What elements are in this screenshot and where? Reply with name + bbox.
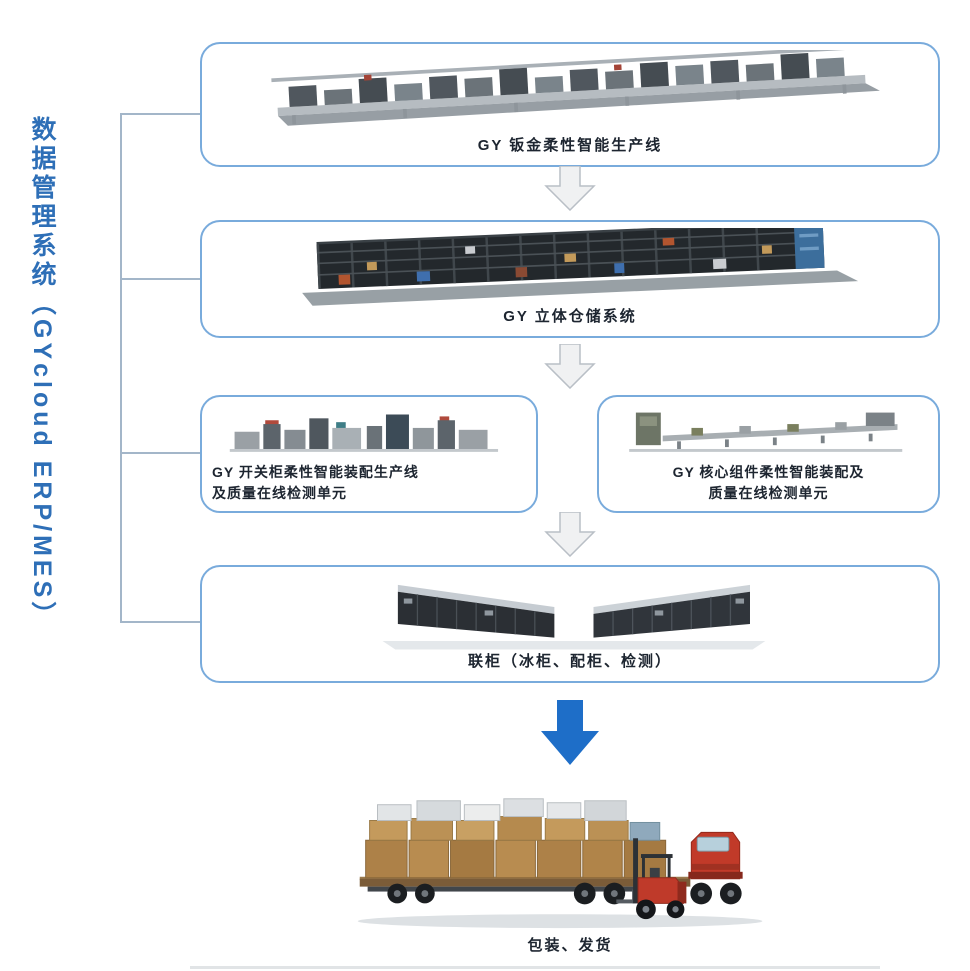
- combined-cabinet-label: 联柜（冰柜、配柜、检测）: [467, 653, 672, 671]
- warehouse-label: GY 立体仓储系统: [503, 308, 637, 326]
- connector-stub-warehouse: [120, 278, 200, 280]
- switch-cabinet-line-label-1: GY 开关柜柔性智能装配生产线: [212, 464, 419, 481]
- core-component-line-label-2: 质量在线检测单元: [708, 484, 829, 501]
- sheet-metal-line-image: [271, 50, 881, 126]
- switch-cabinet-line-node: GY 开关柜柔性智能装配生产线 及质量在线检测单元: [200, 395, 538, 513]
- sheet-metal-line-label: GY 钣金柔性智能生产线: [477, 137, 663, 155]
- down-arrow-blue-icon: [541, 700, 599, 765]
- core-component-line-node: GY 核心组件柔性智能装配及 质量在线检测单元: [597, 395, 940, 513]
- shipping-truck-illustration: [345, 783, 785, 933]
- combined-cabinet-node: 联柜（冰柜、配柜、检测）: [200, 565, 940, 683]
- scan-artifact-line: [190, 966, 880, 969]
- shipping-label: 包装、发货: [527, 937, 613, 954]
- connector-stub-sheet-metal: [120, 113, 200, 115]
- core-component-line-image: [629, 412, 903, 452]
- down-arrow-3-icon: [544, 512, 596, 558]
- connector-stub-assembly: [120, 452, 200, 454]
- connector-stub-combined-cabinet: [120, 621, 200, 623]
- switch-cabinet-line-label-2: 及质量在线检测单元: [212, 484, 347, 501]
- down-arrow-2-icon: [544, 344, 596, 390]
- down-arrow-1-icon: [544, 166, 596, 212]
- warehouse-image: [302, 228, 859, 306]
- sheet-metal-line-node: GY 钣金柔性智能生产线: [200, 42, 940, 167]
- data-management-system-label: 数据管理系统（GYcloud ERP/MES）: [28, 116, 56, 631]
- warehouse-node: GY 立体仓储系统: [200, 220, 940, 338]
- combined-cabinet-image: [382, 584, 766, 650]
- connector-vertical-line: [120, 113, 122, 623]
- shipping-truck-image: [357, 798, 763, 929]
- core-component-line-label-1: GY 核心组件柔性智能装配及: [672, 464, 865, 481]
- switch-cabinet-line-image: [230, 414, 499, 452]
